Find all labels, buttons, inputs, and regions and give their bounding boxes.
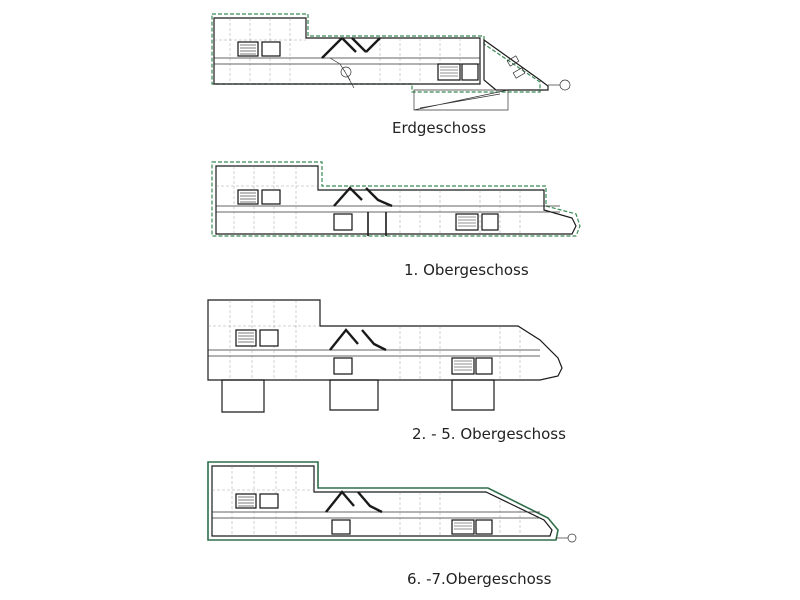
caption-obergeschoss-6-7: 6. -7.Obergeschoss — [407, 570, 552, 588]
floor-plan-obergeschoss-2-5 — [207, 299, 563, 413]
floor-plan-obergeschoss-6-7 — [207, 461, 577, 543]
caption-obergeschoss-2-5: 2. - 5. Obergeschoss — [412, 425, 566, 443]
caption-erdgeschoss: Erdgeschoss — [392, 119, 487, 137]
floor-plan-erdgeschoss — [211, 13, 571, 111]
floor-plan-obergeschoss-1 — [211, 161, 581, 237]
caption-obergeschoss-1: 1. Obergeschoss — [404, 261, 529, 279]
